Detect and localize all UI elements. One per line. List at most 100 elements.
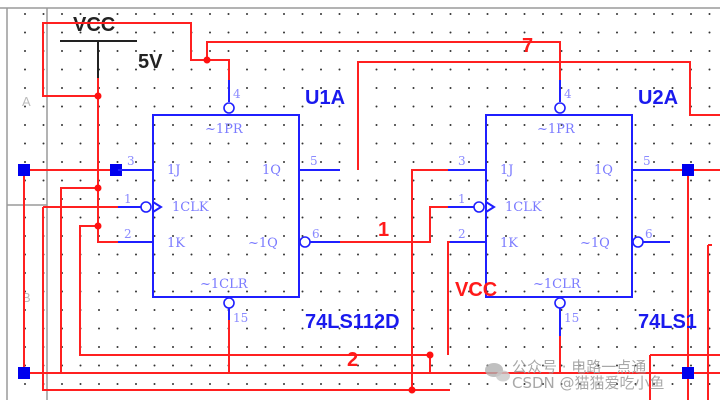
grid-dot xyxy=(523,364,526,367)
grid-dot xyxy=(135,50,137,52)
pin-label-clk: 1CLK xyxy=(172,200,209,215)
grid-dot xyxy=(172,198,174,200)
grid-dot xyxy=(505,346,507,348)
grid-dot xyxy=(616,235,618,237)
grid-dot xyxy=(283,179,285,182)
grid-dot xyxy=(431,235,433,237)
grid-dot xyxy=(505,327,507,330)
grid-dot xyxy=(505,87,507,89)
grid-dot xyxy=(283,253,285,256)
wire-net1 xyxy=(340,206,458,243)
grid-dot xyxy=(320,87,322,89)
grid-dot xyxy=(375,327,378,330)
grid-dot xyxy=(671,179,674,182)
grid-dot xyxy=(264,253,267,256)
grid-dot xyxy=(597,290,600,293)
grid-dot xyxy=(523,87,526,89)
grid-dot xyxy=(375,235,378,237)
grid-dot xyxy=(505,364,507,367)
grid-dot xyxy=(172,309,174,311)
clock-triangle-icon xyxy=(485,201,496,213)
grid-dot xyxy=(394,216,396,219)
grid-dot xyxy=(579,327,581,330)
grid-dot xyxy=(505,235,507,237)
grid-dot xyxy=(468,235,470,237)
grid-dot xyxy=(98,327,100,330)
grid-dot xyxy=(116,105,119,108)
grid-dot xyxy=(449,179,452,182)
grid-dot xyxy=(505,68,507,71)
grid-dot xyxy=(653,198,655,200)
grid-dot xyxy=(98,364,100,367)
ports[interactable] xyxy=(18,164,694,379)
grid-dot xyxy=(172,68,174,71)
grid-dot xyxy=(135,235,137,237)
junction-dot xyxy=(408,386,416,394)
grid-dot xyxy=(634,124,637,126)
grid-dot xyxy=(394,327,396,330)
grid-dot xyxy=(468,161,470,163)
grid-dot xyxy=(320,383,322,385)
grid-dot xyxy=(375,105,378,108)
grid-dot xyxy=(190,161,193,163)
ic-u1a[interactable]: 4 3 1 2 5 6 15 ~1PR 1J 1CLK 1K 1Q ~1Q ~1… xyxy=(118,80,400,333)
grid-dot xyxy=(264,235,267,237)
grid-dot xyxy=(375,142,378,145)
grid-dot xyxy=(579,13,581,15)
grid-dot xyxy=(357,179,359,182)
wires[interactable] xyxy=(23,22,720,400)
grid-dot xyxy=(375,364,378,367)
grid-dot xyxy=(690,13,692,15)
grid-dot xyxy=(671,235,674,237)
grid-dot xyxy=(246,346,248,348)
grid-dot xyxy=(579,290,581,293)
vcc-power-symbol[interactable]: VCC 5V xyxy=(60,14,163,78)
grid-dot xyxy=(394,142,396,145)
grid-dot xyxy=(542,161,544,163)
grid-dot xyxy=(61,68,63,71)
grid-dot xyxy=(505,13,507,15)
grid-dot xyxy=(597,383,600,385)
grid-dot xyxy=(135,31,137,34)
grid-dot xyxy=(246,272,248,274)
grid-dot xyxy=(486,105,489,108)
refdes-u2a: U2A xyxy=(638,87,678,109)
grid-dot xyxy=(320,124,322,126)
grid-dot xyxy=(597,105,600,108)
grid-dot xyxy=(449,142,452,145)
grid-dot xyxy=(560,13,563,15)
grid-dot xyxy=(449,364,452,367)
grid-dot xyxy=(338,50,341,52)
grid-dot xyxy=(246,383,248,385)
grid-dot xyxy=(394,68,396,71)
grid-dot xyxy=(338,198,341,200)
grid-dot xyxy=(579,31,581,34)
grid-dot xyxy=(246,216,248,219)
grid-dot xyxy=(135,142,137,145)
grid-dot xyxy=(61,87,63,89)
grid-dot xyxy=(209,309,211,311)
grid-dot xyxy=(172,253,174,256)
grid-dot xyxy=(320,142,322,145)
grid-dot xyxy=(246,198,248,200)
grid-dot xyxy=(394,50,396,52)
grid-dot xyxy=(246,364,248,367)
grid-dot xyxy=(412,105,415,108)
pin-label-j: 1J xyxy=(500,163,513,178)
ic-u2a[interactable]: 4 3 1 2 5 6 15 ~1PR 1J 1CLK 1K 1Q ~1Q ~1… xyxy=(448,80,697,336)
grid-dot xyxy=(172,13,174,15)
grid-dot xyxy=(264,216,267,219)
grid-dot xyxy=(579,105,581,108)
grid-dot xyxy=(283,198,285,200)
grid-dot xyxy=(468,68,470,71)
grid-dot xyxy=(394,161,396,163)
grid-dot xyxy=(690,216,692,219)
grid-dot xyxy=(449,346,452,348)
grid-dot xyxy=(190,235,193,237)
grid-dot xyxy=(24,105,26,108)
grid-dot xyxy=(597,87,600,89)
grid-dot xyxy=(394,364,396,367)
grid-dot xyxy=(283,161,285,163)
grid-dot xyxy=(449,309,452,311)
grid-dot xyxy=(653,68,655,71)
